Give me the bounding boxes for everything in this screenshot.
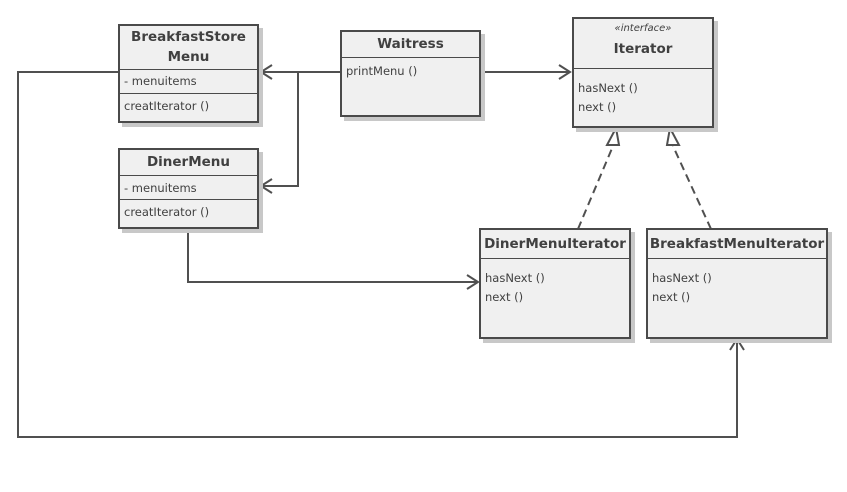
operations-section: creatIterator () [120, 200, 257, 222]
attributes-section: - menuitems [120, 176, 257, 200]
operations-section: creatIterator () [120, 94, 257, 116]
class-iterator-interface[interactable]: «interface» Iterator hasNext () next () [572, 17, 714, 128]
operations-section: hasNext () next () [481, 259, 629, 307]
class-name-text: DinerMenuIterator [484, 236, 626, 252]
class-name: Waitress [342, 32, 479, 58]
operation-printmenu: printMenu () [346, 64, 418, 78]
breakfastmenuiterator-realizes-iterator [672, 145, 712, 230]
class-name: DinerMenu [120, 150, 257, 176]
class-name: BreakfastStore Menu [120, 26, 257, 70]
operation-next: next () [652, 290, 691, 304]
operation-hasnext: hasNext () [485, 271, 545, 285]
class-name: BreakfastMenuIterator [648, 230, 826, 259]
breakfaststoremenu-to-breakfastmenuiterator-association [17, 71, 738, 438]
stereotype-label: «interface» [614, 23, 672, 34]
arrowhead-dinermenu [259, 178, 273, 194]
attributes-section: - menuitems [120, 70, 257, 94]
class-waitress[interactable]: Waitress printMenu () [340, 30, 481, 117]
class-breakfastmenuiterator[interactable]: BreakfastMenuIterator hasNext () next () [646, 228, 828, 339]
realization-triangle-right [665, 124, 681, 146]
operation-next: next () [578, 100, 617, 114]
arrowhead-breakfastmenuiterator [729, 337, 745, 351]
operations-section: hasNext () next () [648, 259, 826, 307]
class-name: «interface» Iterator [574, 19, 712, 69]
operation-creatiterator: creatIterator () [124, 205, 210, 219]
waitress-to-dinermenu-association [261, 72, 299, 187]
class-name-text: BreakfastMenuIterator [649, 236, 825, 252]
operations-section: hasNext () next () [574, 69, 712, 117]
class-dinermenu[interactable]: DinerMenu - menuitems creatIterator () [118, 148, 259, 229]
attribute-menuitems: - menuitems [124, 181, 197, 195]
arrowhead-breakfaststoremenu [259, 64, 273, 80]
operation-creatiterator: creatIterator () [124, 99, 210, 113]
operation-next: next () [485, 290, 524, 304]
realization-triangle-left [605, 124, 621, 146]
dinermenuiterator-realizes-iterator [577, 145, 614, 230]
operation-hasnext: hasNext () [652, 271, 712, 285]
dinermenu-to-dinermenuiterator-association [187, 229, 478, 283]
class-name-text: Iterator [613, 41, 673, 57]
class-name-line2: Menu [167, 49, 210, 65]
arrowhead-dinermenuiterator [466, 274, 480, 290]
class-name-text: Waitress [377, 36, 444, 52]
class-dinermenuiterator[interactable]: DinerMenuIterator hasNext () next () [479, 228, 631, 339]
class-name-line1: BreakfastStore [131, 29, 246, 45]
arrowhead-iterator [558, 64, 572, 80]
operation-hasnext: hasNext () [578, 81, 638, 95]
operations-section: printMenu () [342, 58, 479, 81]
class-name-text: DinerMenu [146, 154, 231, 170]
attribute-menuitems: - menuitems [124, 74, 197, 88]
class-name: DinerMenuIterator [481, 230, 629, 259]
class-breakfaststoremenu[interactable]: BreakfastStore Menu - menuitems creatIte… [118, 24, 259, 123]
